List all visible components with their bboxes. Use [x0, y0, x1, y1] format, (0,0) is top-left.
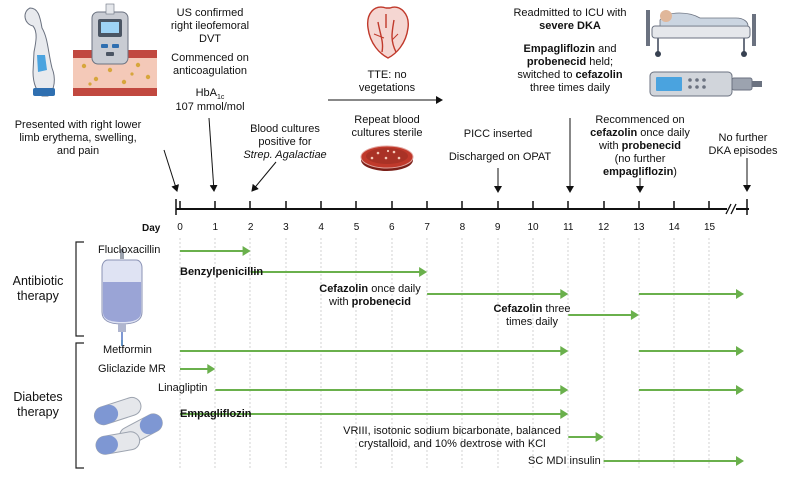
pills-icon [93, 396, 163, 455]
therapy-arrowhead-metformin [560, 346, 569, 356]
label-metformin: Metformin [103, 344, 152, 356]
axis-break [725, 203, 737, 215]
day-label: 7 [424, 222, 430, 233]
label-gliclazide: Gliclazide MR [98, 363, 166, 375]
therapy-arrowhead-gliclazide [207, 364, 216, 374]
day-label: 1 [212, 222, 219, 233]
day-guides [179, 238, 710, 470]
day-label: 11 [563, 222, 574, 233]
event-opat: Discharged on OPAT [448, 151, 552, 163]
day-label: 6 [389, 222, 395, 233]
day-label: 9 [494, 222, 501, 233]
axis-ticks [175, 199, 748, 215]
label-flucloxacillin: Flucloxacillin [98, 244, 161, 256]
hospital-bed-icon [646, 10, 756, 57]
label-sc-mdi-insulin: SC MDI insulin [528, 455, 601, 467]
day-label: 4 [318, 222, 324, 233]
day-label: 2 [247, 222, 254, 233]
event-picc: PICC inserted [463, 128, 533, 140]
therapy-arrowhead-metformin [736, 346, 744, 356]
therapy-arrowhead-benzylpenicillin [419, 267, 428, 277]
day-label: 14 [668, 222, 680, 233]
infusion-pump-icon [649, 71, 762, 97]
antibiotic-bracket [75, 241, 84, 337]
day-label: 15 [703, 222, 716, 233]
label-benzylpenicillin: Benzylpenicillin [180, 266, 264, 278]
therapy-arrowhead-cefazolin_tds [630, 310, 639, 320]
therapy-arrowhead-flucloxacillin [242, 246, 251, 256]
glucometer-icon [91, 3, 129, 65]
day-label: 8 [459, 222, 466, 233]
therapy-arrowhead-linagliptin [560, 385, 569, 395]
event-hba1c: HbA1c [195, 87, 225, 102]
petri-dish-icon [360, 145, 414, 171]
label-vriii: VRIII, isotonic sodium bicarbonate, bala… [343, 425, 561, 450]
event-arrows [163, 96, 751, 193]
day-label: 12 [598, 222, 610, 233]
day-label: 10 [527, 222, 539, 233]
therapy-arrows [180, 246, 744, 466]
iv-bag-icon [101, 249, 143, 346]
event-hba1c-value: 107 mmol/mol [175, 101, 245, 113]
heart-icon [367, 6, 409, 59]
therapy-arrowhead-scmdi [736, 456, 744, 466]
day-label: 3 [283, 222, 289, 233]
therapy-arrowhead-linagliptin [736, 385, 744, 395]
therapy-arrowhead-vriii [595, 432, 604, 442]
day-label: 0 [177, 222, 183, 233]
day-axis-label: Day [142, 223, 161, 234]
therapy-arrowhead-cefazolin_od [736, 289, 744, 299]
therapy-arrowhead-cefazolin_od [560, 289, 569, 299]
therapy-arrowhead-empagliflozin [560, 409, 569, 419]
label-linagliptin: Linagliptin [158, 382, 208, 394]
day-label: 5 [353, 222, 360, 233]
label-empagliflozin: Empagliflozin [180, 408, 252, 420]
ultrasound-probe-icon [24, 7, 55, 97]
diabetes-bracket [75, 342, 84, 469]
day-label: 13 [633, 222, 645, 233]
